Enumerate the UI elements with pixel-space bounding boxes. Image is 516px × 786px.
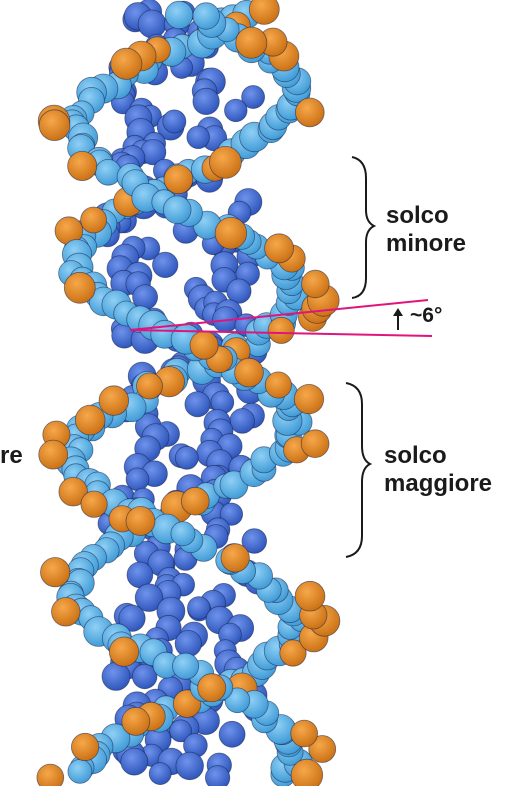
sugar-atom [165, 1, 193, 29]
minor-groove-bracket [352, 157, 374, 298]
base-atom [193, 88, 219, 114]
base-atom [153, 252, 178, 277]
phosphate-atom [181, 487, 209, 515]
minor-groove-label-line1: solco [386, 202, 466, 230]
sugar-atom [193, 3, 220, 30]
base-atom [149, 763, 171, 785]
phosphate-atom [111, 48, 142, 79]
phosphate-atom [39, 110, 70, 141]
sugar-atom [173, 653, 199, 679]
phosphate-atom [291, 759, 323, 786]
phosphate-atom [294, 384, 323, 413]
base-atom [219, 721, 245, 747]
phosphate-atom [235, 358, 264, 387]
base-atom [121, 748, 148, 775]
phosphate-atom [39, 440, 68, 469]
phosphate-atom [198, 674, 226, 702]
major-groove-label-line1: solco [384, 442, 492, 470]
phosphate-atom [37, 764, 64, 786]
left-edge-text-fragment: re [0, 442, 23, 470]
phosphate-atom [71, 733, 98, 760]
minor-groove-label-line2: minore [386, 230, 466, 258]
base-atom [185, 392, 210, 417]
phosphate-atom [52, 598, 81, 627]
phosphate-atom [41, 558, 70, 587]
minor-groove-label: solco minore [386, 202, 466, 258]
sugar-atom [68, 759, 92, 783]
phosphate-atom [291, 720, 318, 747]
phosphate-atom [122, 707, 150, 735]
phosphate-atom [265, 372, 291, 398]
phosphate-atom [215, 217, 247, 249]
phosphate-atom [295, 98, 324, 127]
phosphate-atom [137, 373, 163, 399]
base-atom [163, 110, 186, 133]
base-atom [138, 10, 166, 38]
phosphate-atom [221, 544, 249, 572]
phosphate-atom [126, 507, 155, 536]
phosphate-atom [81, 207, 107, 233]
base-atom [187, 126, 210, 149]
phosphate-atom [75, 405, 105, 435]
phosphate-atom [81, 491, 107, 517]
sugar-atom [171, 522, 195, 546]
base-atom [176, 752, 204, 780]
dna-helix-model [37, 0, 340, 786]
sugar-atom [95, 159, 121, 185]
major-groove-bracket [346, 383, 370, 557]
phosphate-atom [209, 146, 241, 178]
phosphate-atom [99, 386, 129, 416]
phosphate-atom [190, 331, 218, 359]
angle-arrow-icon [393, 308, 403, 330]
base-atom [175, 446, 198, 469]
base-atom [205, 766, 229, 786]
phosphate-atom [68, 151, 97, 180]
base-atom [230, 409, 255, 434]
sugar-atom [163, 196, 191, 224]
phosphate-atom [265, 234, 294, 263]
phosphate-atom [109, 637, 138, 666]
phosphate-atom [301, 430, 329, 458]
phosphate-atom [295, 581, 325, 611]
angle-label: ~6° [410, 304, 442, 328]
phosphate-atom [268, 317, 294, 343]
phosphate-atom [302, 270, 330, 298]
phosphate-atom [164, 165, 193, 194]
major-groove-label-line2: maggiore [384, 470, 492, 498]
phosphate-atom [64, 272, 95, 303]
base-atom [175, 630, 201, 656]
major-groove-label: solco maggiore [384, 442, 492, 498]
phosphate-atom [236, 27, 267, 58]
base-atom [225, 99, 248, 122]
